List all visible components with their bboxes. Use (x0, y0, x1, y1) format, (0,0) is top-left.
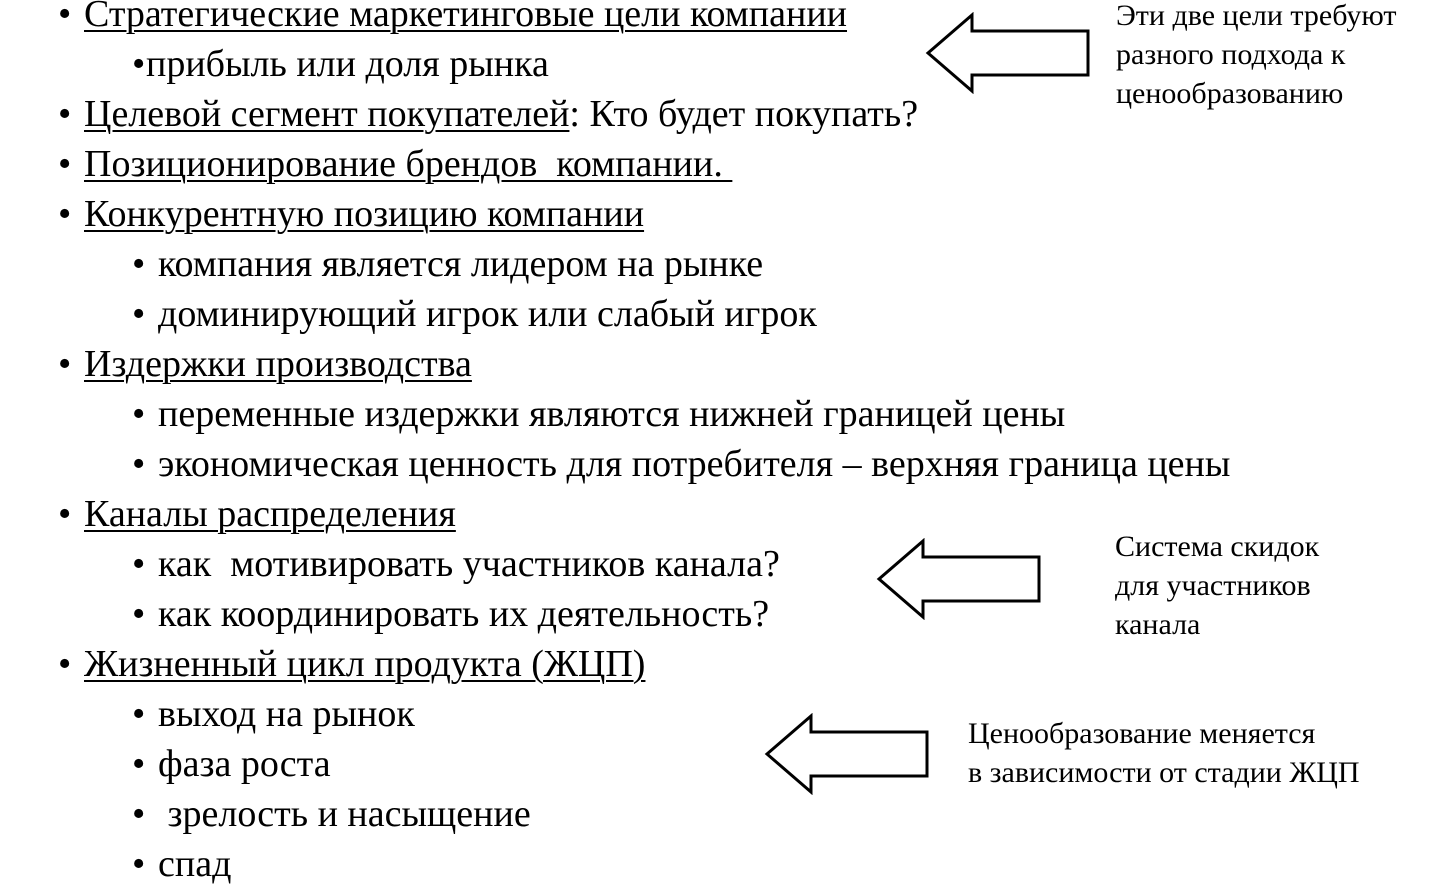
note-line: Система скидок (1115, 530, 1320, 563)
bullet-text: экономическая ценность для потребителя –… (158, 443, 1231, 485)
subbullet-decline: • спад (132, 842, 231, 886)
bullet-heading: Позиционирование брендов компании. (84, 143, 733, 185)
bullet-glyph: • (132, 243, 146, 285)
note-line: ценообразованию (1116, 77, 1344, 110)
bullet-glyph: • (58, 493, 72, 535)
subbullet-profit-or-share: •прибыль или доля рынка (132, 42, 549, 86)
bullet-product-life-cycle: • Жизненный цикл продукта (ЖЦП) (58, 642, 645, 686)
bullet-heading: Стратегические маркетинговые цели компан… (84, 0, 848, 35)
bullet-glyph: • (132, 293, 146, 335)
note-line: Ценообразование меняется (968, 717, 1316, 750)
subbullet-motivate-participants: • как мотивировать участников канала? (132, 542, 780, 586)
subbullet-market-leader: • компания является лидером на рынке (132, 242, 763, 286)
bullet-glyph: • (132, 593, 146, 635)
note-line: разного подхода к (1116, 38, 1346, 71)
subbullet-variable-costs: • переменные издержки являются нижней гра… (132, 392, 1065, 436)
bullet-glyph: • (132, 743, 146, 785)
bullet-text: как координировать их деятельность? (158, 593, 770, 635)
bullet-text: фаза роста (158, 743, 331, 785)
subbullet-maturity: • зрелость и насыщение (132, 792, 531, 836)
bullet-strategic-goals: • Стратегические маркетинговые цели компа… (58, 0, 847, 36)
left-arrow-icon (925, 12, 1090, 94)
note-goals-pricing: Эти две цели требуют разного подхода к ц… (1116, 0, 1396, 113)
subbullet-economic-value: • экономическая ценность для потребителя … (132, 442, 1230, 486)
bullet-heading: Конкурентную позицию компании (84, 193, 645, 235)
bullet-glyph: • (132, 793, 146, 835)
bullet-target-segment: • Целевой сегмент покупателей: Кто будет … (58, 92, 918, 136)
bullet-glyph: • (58, 93, 72, 135)
subbullet-growth-phase: • фаза роста (132, 742, 331, 786)
bullet-glyph: • (132, 843, 146, 885)
bullet-glyph: • (58, 193, 72, 235)
bullet-distribution-channels: • Каналы распределения (58, 492, 456, 536)
bullet-text: прибыль или доля рынка (146, 43, 549, 85)
bullet-glyph: • (132, 443, 146, 485)
bullet-glyph: • (132, 43, 146, 85)
subbullet-market-entry: • выход на рынок (132, 692, 415, 736)
bullet-text: выход на рынок (158, 693, 415, 735)
bullet-glyph: • (58, 143, 72, 185)
subbullet-dominant-or-weak: • доминирующий игрок или слабый игрок (132, 292, 817, 336)
bullet-heading: Каналы распределения (84, 493, 456, 535)
bullet-glyph: • (58, 343, 72, 385)
bullet-heading: Целевой сегмент покупателей (84, 93, 570, 135)
left-arrow-icon (876, 538, 1041, 620)
bullet-text: компания является лидером на рынке (158, 243, 764, 285)
bullet-heading: Издержки производства (84, 343, 472, 385)
bullet-text: переменные издержки являются нижней гран… (158, 393, 1066, 435)
note-line: канала (1115, 608, 1201, 641)
bullet-brand-positioning: • Позиционирование брендов компании. (58, 142, 732, 186)
bullet-text: зрелость и насыщение (158, 793, 531, 835)
bullet-glyph: • (132, 393, 146, 435)
bullet-glyph: • (58, 0, 72, 35)
note-line: в зависимости от стадии ЖЦП (968, 756, 1360, 789)
bullet-glyph: • (58, 643, 72, 685)
note-channel-discounts: Система скидок для участников канала (1115, 527, 1319, 644)
bullet-text: доминирующий игрок или слабый игрок (158, 293, 817, 335)
note-line: Эти две цели требуют (1116, 0, 1397, 32)
left-arrow-icon (764, 713, 929, 795)
bullet-production-costs: • Издержки производства (58, 342, 472, 386)
bullet-competitive-position: • Конкурентную позицию компании (58, 192, 644, 236)
bullet-text: как мотивировать участников канала? (158, 543, 780, 585)
subbullet-coordinate-activity: • как координировать их деятельность? (132, 592, 769, 636)
bullet-glyph: • (132, 693, 146, 735)
note-lifecycle-pricing: Ценообразование меняется в зависимости о… (968, 714, 1360, 792)
note-line: для участников (1115, 569, 1311, 602)
bullet-glyph: • (132, 543, 146, 585)
bullet-text: : Кто будет покупать? (569, 93, 919, 135)
bullet-heading: Жизненный цикл продукта (ЖЦП) (84, 643, 646, 685)
bullet-text: спад (158, 843, 232, 885)
